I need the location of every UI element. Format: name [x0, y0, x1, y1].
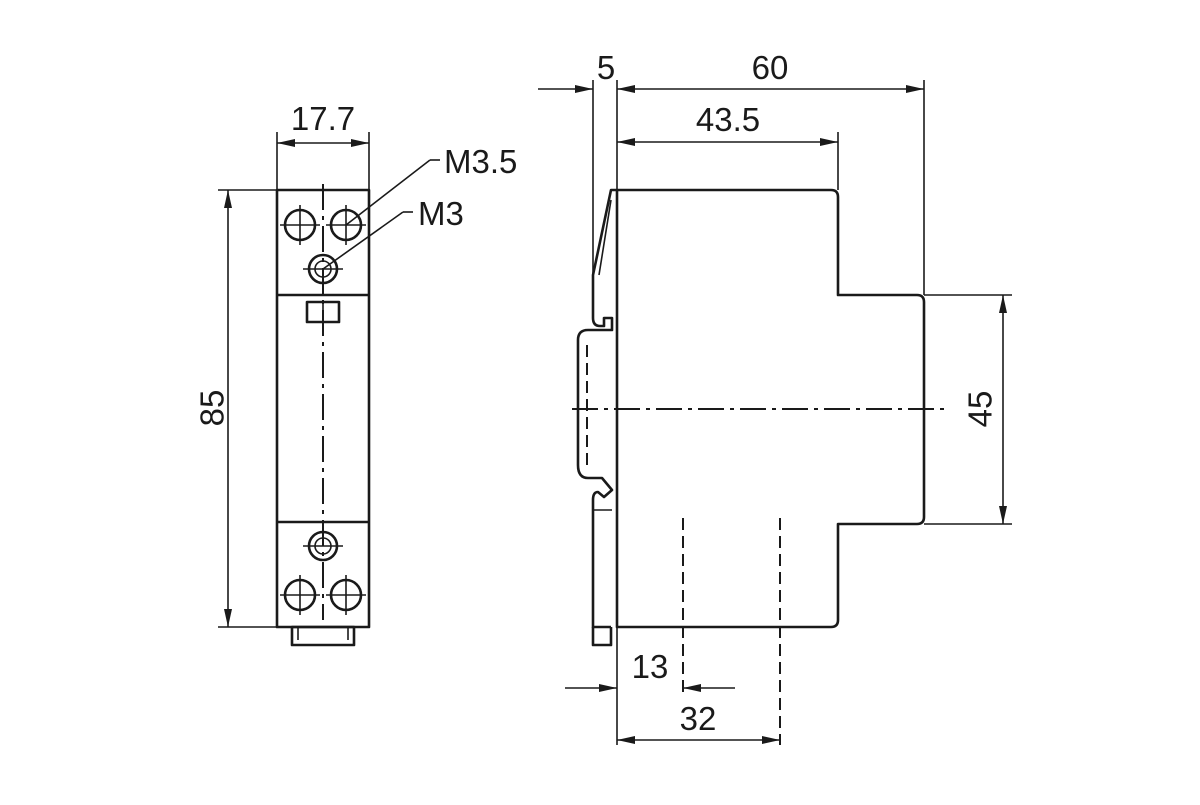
front-view: 17.7 85 M3.5 M3 [194, 100, 517, 647]
screw-large-label: M3.5 [444, 143, 517, 180]
depth-label: 60 [752, 49, 789, 86]
front-height-dimension: 45 [924, 294, 1012, 525]
width-dimension: 17.7 [276, 100, 370, 190]
din-clip-tab [290, 625, 356, 647]
rail-offset-dimension: 5 [538, 49, 618, 275]
clip-foot [591, 627, 613, 647]
screw-small-label: M3 [418, 195, 464, 232]
screw-terminal-icon [280, 205, 320, 245]
height-dimension: 85 [194, 189, 277, 628]
side-view: 5 60 43.5 45 [538, 49, 1012, 745]
shoulder-depth-label: 43.5 [696, 101, 760, 138]
side-body-outline [615, 188, 926, 629]
width-label: 17.7 [291, 100, 355, 137]
depth-dimension: 60 [617, 49, 925, 295]
screw-terminal-icon [280, 575, 320, 615]
screw-leaders: M3.5 M3 [322, 143, 517, 270]
screw-terminal-icon [326, 575, 366, 615]
rail-offset-label: 5 [597, 49, 615, 86]
terminal-spacing-dimension: 32 [617, 700, 780, 744]
terminal-spacing-label: 32 [680, 700, 717, 737]
front-height-label: 45 [962, 391, 999, 428]
terminal-offset-dimension: 13 [565, 627, 735, 745]
height-label: 85 [194, 390, 231, 427]
screw-terminal-icon [303, 530, 343, 562]
terminal-offset-label: 13 [632, 648, 669, 685]
din-rail-clip [576, 188, 617, 629]
shoulder-depth-dimension: 43.5 [617, 101, 839, 190]
